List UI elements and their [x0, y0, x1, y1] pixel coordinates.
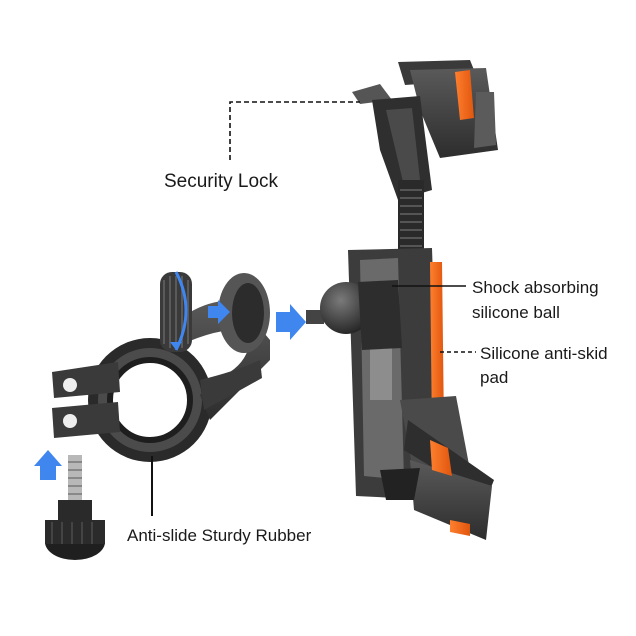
- silicone-anti-skid-pad: [430, 262, 444, 432]
- leader-security-lock: [229, 101, 360, 160]
- label-anti-slide-rubber: Anti-slide Sturdy Rubber: [127, 526, 312, 545]
- mounting-screw: [45, 455, 105, 560]
- label-shock-absorbing: Shock absorbing: [472, 278, 599, 297]
- top-clamp: [352, 60, 498, 200]
- tension-knob: [160, 271, 192, 352]
- arrow-right-icon: [208, 300, 230, 324]
- security-lock-lever: [352, 84, 392, 104]
- label-silicone-anti-skid: Silicone anti-skid: [480, 344, 608, 363]
- label-pad: pad: [480, 368, 509, 387]
- arrow-right-icon: [276, 304, 306, 340]
- arrow-up-icon: [34, 450, 62, 480]
- holder-body: [348, 248, 494, 540]
- shock-absorbing-silicone-ball: [306, 280, 402, 350]
- label-security-lock: Security Lock: [164, 171, 279, 192]
- assembly-arrows: [34, 300, 306, 480]
- callout-leaders: [151, 101, 476, 516]
- clamp-opening: [110, 360, 190, 440]
- top-clamp-orange-strip: [455, 70, 474, 120]
- handlebar-clamp: [45, 271, 270, 560]
- phone-holder: [306, 60, 498, 540]
- label-silicone-ball: silicone ball: [472, 303, 560, 322]
